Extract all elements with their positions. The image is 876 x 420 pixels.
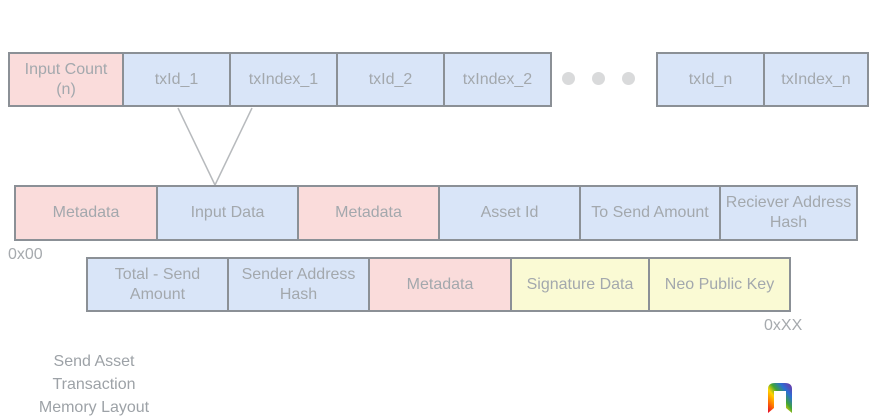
cell-metadata-2: Metadata [297, 185, 440, 241]
ellipsis-dot [622, 72, 635, 85]
ellipsis-dot [592, 72, 605, 85]
cell-txindex-n: txIndex_n [763, 52, 869, 107]
cell-total-send-amount: Total - Send Amount [86, 257, 229, 312]
cell-reciever-address-hash: Reciever Address Hash [719, 185, 858, 241]
cell-txid-1: txId_1 [122, 52, 231, 107]
cell-asset-id: Asset Id [438, 185, 581, 241]
cell-txid-2: txId_2 [336, 52, 445, 107]
cell-txindex-1: txIndex_1 [229, 52, 338, 107]
rainbow-n-logo-icon [768, 383, 792, 413]
cell-to-send-amount: To Send Amount [579, 185, 721, 241]
ellipsis-dot [562, 72, 575, 85]
cell-signature-data: Signature Data [510, 257, 650, 312]
cell-neo-public-key: Neo Public Key [648, 257, 791, 312]
offset-end-label: 0xXX [764, 317, 803, 334]
cell-input-count: Input Count (n) [8, 52, 124, 107]
offset-start-label: 0x00 [8, 246, 43, 263]
cell-metadata-3: Metadata [368, 257, 512, 312]
cell-metadata-1: Metadata [14, 185, 158, 241]
cell-input-data: Input Data [156, 185, 299, 241]
diagram-caption: Send Asset Transaction Memory Layout [38, 353, 150, 416]
cell-sender-address-hash: Sender Address Hash [227, 257, 370, 312]
cell-txid-n: txId_n [656, 52, 765, 107]
cell-txindex-2: txIndex_2 [443, 52, 552, 107]
